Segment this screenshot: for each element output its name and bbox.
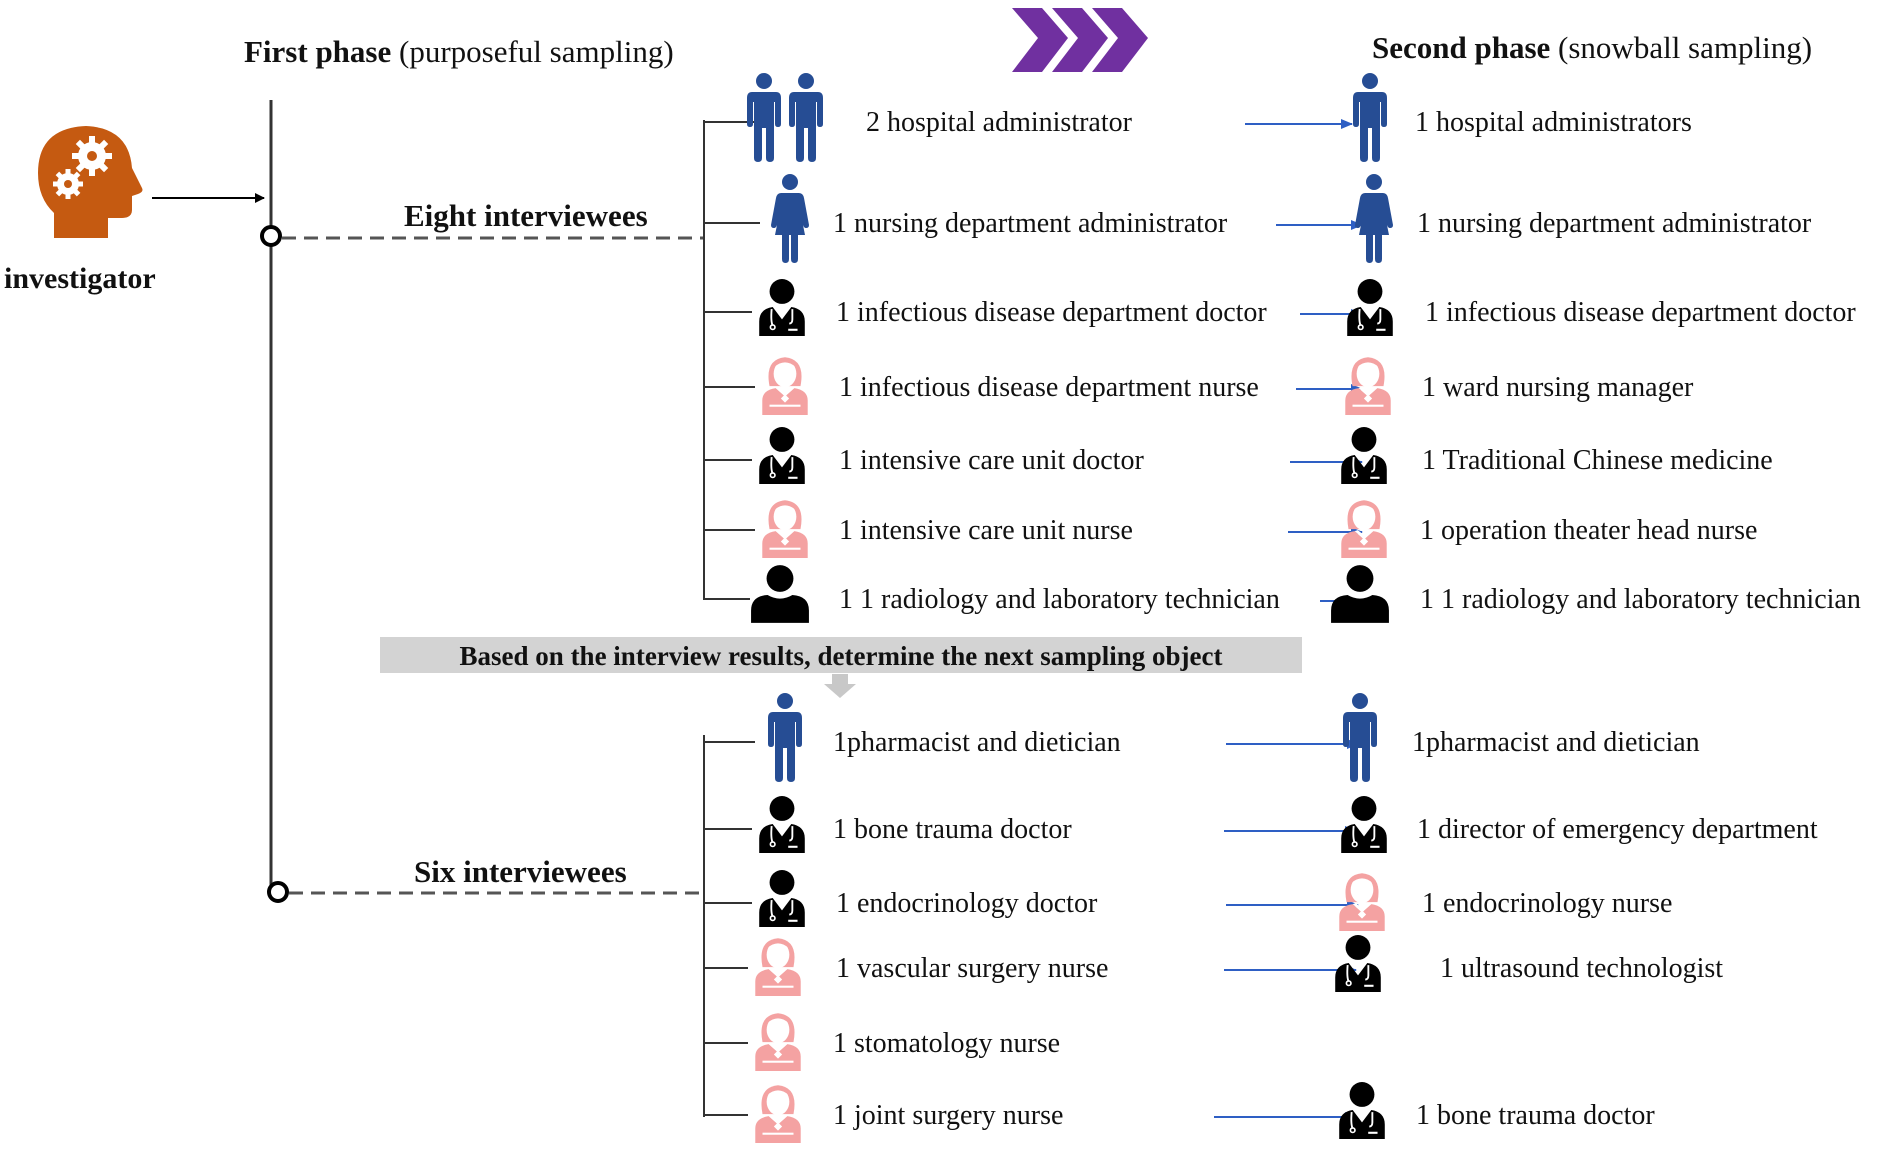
doctor-icon (1340, 426, 1388, 484)
group1-second-phase-item: 1 1 radiology and laboratory technician (1420, 584, 1861, 615)
group2-second-phase-item: 1 endocrinology nurse (1422, 888, 1672, 919)
doctor-icon (1340, 795, 1388, 853)
group1-first-phase-item: 1 1 radiology and laboratory technician (839, 584, 1280, 615)
banner-box (380, 637, 1302, 673)
technician-icon (751, 565, 809, 623)
doctor-icon (758, 426, 806, 484)
group1-second-phase-item: 1 ward nursing manager (1422, 372, 1694, 403)
group1-first-phase-item: 1 infectious disease department doctor (836, 297, 1267, 328)
admin-male-pair-icon (789, 73, 823, 162)
group2-label: Six interviewees (414, 854, 627, 889)
nurse-icon (1341, 500, 1387, 558)
group2-second-phase-item: 1 director of emergency department (1417, 814, 1818, 845)
admin-male-pair-icon (747, 73, 781, 162)
admin-female-icon (771, 174, 809, 263)
group1-second-phase-item: 1 nursing department administrator (1417, 208, 1812, 239)
group2-first-phase-item: 1 vascular surgery nurse (836, 953, 1108, 984)
group1-first-phase-item: 1 intensive care unit nurse (839, 515, 1133, 546)
doctor-icon (1338, 1081, 1386, 1139)
chevron-arrows-icon (1012, 8, 1148, 72)
group1-first-phase-item: 1 intensive care unit doctor (839, 445, 1144, 476)
group1-label: Eight interviewees (404, 198, 648, 233)
admin-female-icon (1355, 174, 1393, 263)
banner-text: Based on the interview results, determin… (460, 641, 1223, 671)
group1-second-phase-item: 1 hospital administrators (1415, 107, 1692, 138)
group2-second-phase-item: 1 bone trauma doctor (1416, 1100, 1655, 1131)
nurse-icon (755, 1085, 801, 1143)
group2-first-phase-item: 1 bone trauma doctor (833, 814, 1072, 845)
nurse-icon (1345, 357, 1391, 415)
second-phase-heading: Second phase (snowball sampling) (1372, 30, 1812, 65)
group1-first-phase-item: 2 hospital administrator (866, 107, 1133, 138)
group2-second-phase-item: 1 ultrasound technologist (1440, 953, 1723, 984)
admin-male-icon (1343, 693, 1377, 782)
banner-down-arrow-icon (824, 674, 856, 698)
investigator-head-icon (38, 126, 143, 238)
doctor-icon (1334, 934, 1382, 992)
group1-second-phase-item: 1 Traditional Chinese medicine (1422, 445, 1773, 476)
technician-icon (1331, 565, 1389, 623)
nurse-icon (762, 500, 808, 558)
nurse-icon (1339, 873, 1385, 931)
group2-first-phase-item: 1 stomatology nurse (833, 1028, 1060, 1059)
group2-first-phase-item: 1 endocrinology doctor (836, 888, 1098, 919)
group1-second-phase-item: 1 operation theater head nurse (1420, 515, 1757, 546)
group2-first-phase-item: 1pharmacist and dietician (833, 727, 1121, 758)
timeline-node-1 (260, 225, 282, 247)
nurse-icon (755, 938, 801, 996)
group1-first-phase-item: 1 infectious disease department nurse (839, 372, 1259, 403)
doctor-icon (758, 278, 806, 336)
nurse-icon (755, 1013, 801, 1071)
doctor-icon (758, 869, 806, 927)
first-phase-heading: First phase (purposeful sampling) (244, 34, 674, 69)
nurse-icon (762, 357, 808, 415)
admin-male-icon (768, 693, 802, 782)
doctor-icon (1346, 278, 1394, 336)
timeline-node-2 (267, 881, 289, 903)
admin-male-icon (1353, 73, 1387, 162)
group2-first-phase-item: 1 joint surgery nurse (833, 1100, 1063, 1131)
investigator-label: investigator (4, 262, 156, 295)
group2-second-phase-item: 1pharmacist and dietician (1412, 727, 1700, 758)
doctor-icon (758, 795, 806, 853)
group1-first-phase-item: 1 nursing department administrator (833, 208, 1228, 239)
group1-second-phase-item: 1 infectious disease department doctor (1425, 297, 1856, 328)
